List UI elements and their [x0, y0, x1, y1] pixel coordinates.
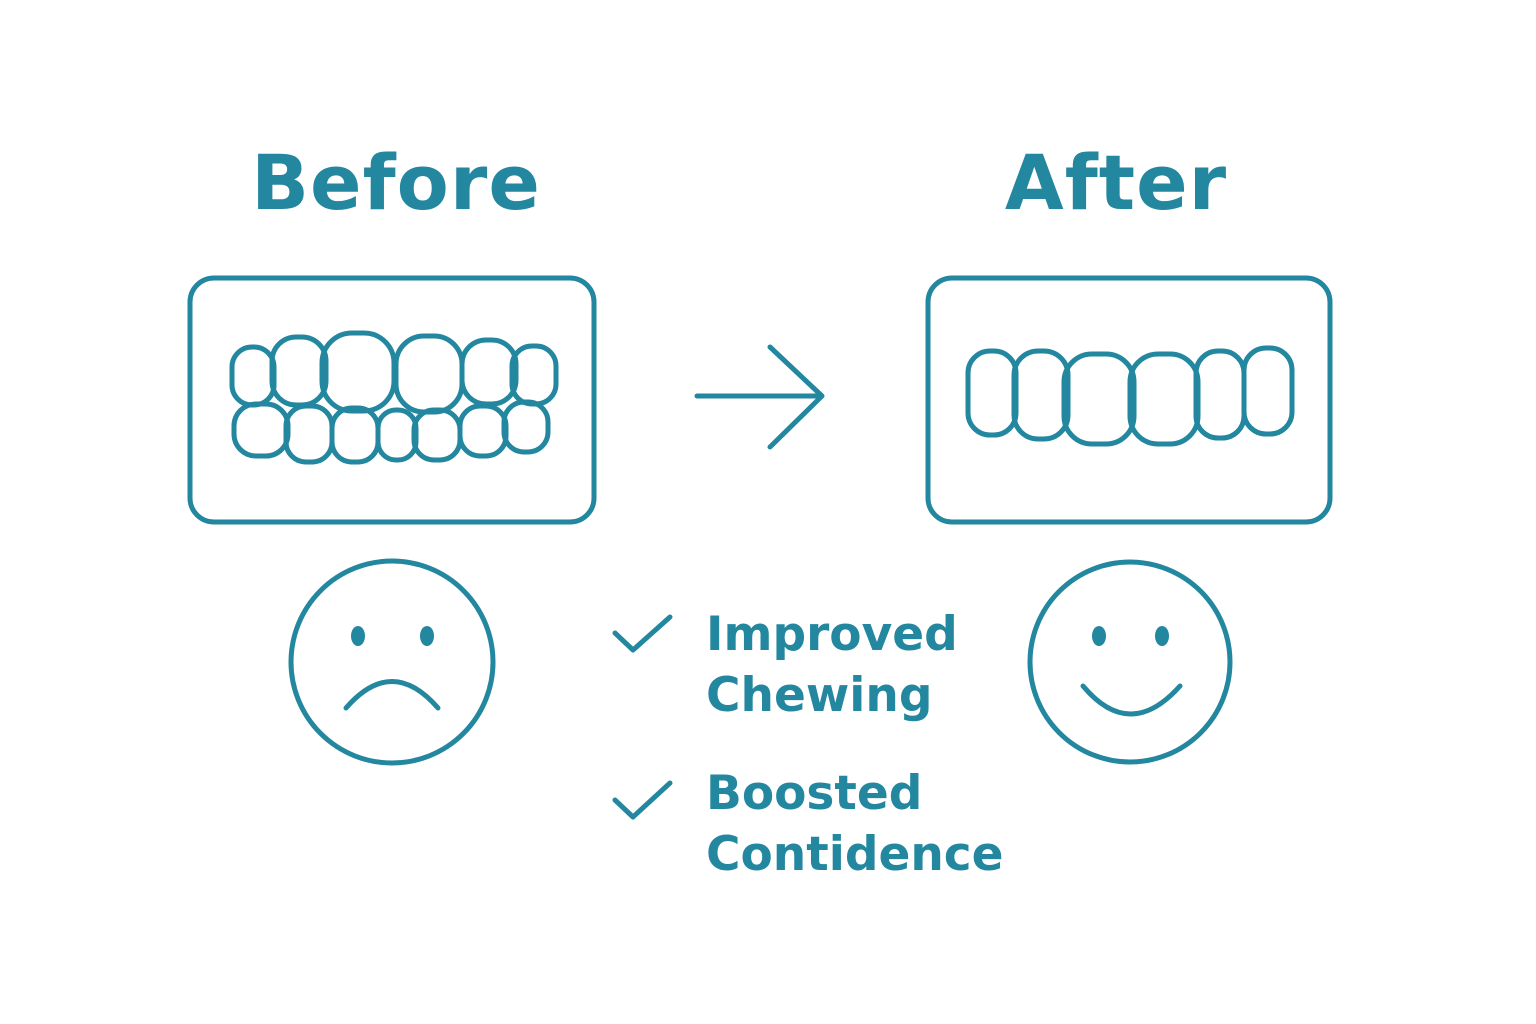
misaligned-teeth-icon — [229, 330, 559, 465]
benefit-text-line: Improved — [706, 607, 958, 662]
happy-face-right-eye — [1155, 626, 1169, 646]
sad-face-icon — [288, 558, 496, 766]
checkmark-icon — [612, 614, 673, 653]
aligned-teeth-icon — [965, 345, 1295, 447]
after-heading: After — [1004, 138, 1228, 227]
benefit-text-line: Boosted — [706, 766, 923, 821]
happy-face-left-eye — [1092, 626, 1106, 646]
checkmark-icon — [612, 780, 673, 820]
sad-face-left-eye — [351, 626, 365, 646]
before-heading: Before — [251, 138, 541, 227]
sad-face-right-eye — [420, 626, 434, 646]
arrow-right-icon — [694, 344, 825, 450]
benefit-text-line: Contidence — [706, 827, 1004, 882]
before-panel — [187, 275, 597, 525]
benefit-text-line: Chewing — [706, 668, 933, 723]
after-panel — [925, 275, 1333, 525]
smiling-face-icon — [1027, 559, 1233, 765]
